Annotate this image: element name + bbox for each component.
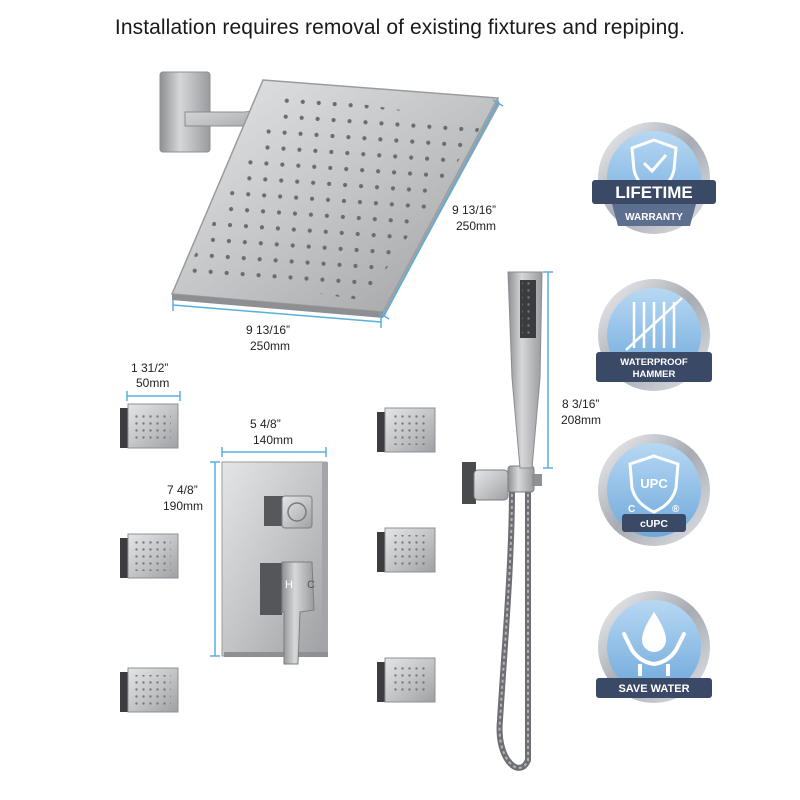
body-jet <box>120 403 179 449</box>
dim-valve-width-mm: 140mm <box>253 433 293 447</box>
body-jet <box>120 533 179 579</box>
dim-jet-mm: 50mm <box>136 376 169 390</box>
page-title: Installation requires removal of existin… <box>114 16 686 39</box>
badge-save-water: SAVE WATER <box>596 591 712 703</box>
dimension-showerhead-side: 9 13/16” 250mm <box>378 99 504 320</box>
upc-mark-registered: ® <box>672 504 680 515</box>
badge-waterproof-hammer: WATERPROOF HAMMER <box>596 279 712 391</box>
mixer-lever <box>281 561 315 665</box>
dim-handheld-inches: 8 3/16” <box>562 397 599 411</box>
badge-lifetime-warranty: LIFETIME WARRANTY <box>592 122 716 234</box>
badge-sublabel: cUPC <box>640 518 668 530</box>
badge-upc: UPC C ® cUPC <box>598 434 710 546</box>
dim-side-mm: 250mm <box>456 219 496 233</box>
handheld-holder <box>473 469 509 501</box>
dimension-valve-height: 7 4/8” 190mm <box>163 461 220 657</box>
dimension-showerhead-bottom: 9 13/16” 250mm <box>172 299 382 353</box>
body-jet <box>377 407 436 453</box>
badge-label: SAVE WATER <box>618 683 689 695</box>
dimension-body-jet: 1 31/2” 50mm <box>126 361 181 401</box>
dim-side-inches: 9 13/16” <box>452 203 496 217</box>
badge-sublabel: WARRANTY <box>625 212 683 223</box>
body-jet <box>377 527 436 573</box>
badge-label: LIFETIME <box>615 183 692 202</box>
holder-flange <box>462 462 476 504</box>
badge-label: WATERPROOF <box>620 357 688 368</box>
hammer-icon <box>625 297 683 351</box>
body-jet <box>377 657 436 703</box>
valve-plate <box>221 461 327 657</box>
dimension-valve-width: 5 4/8” 140mm <box>221 417 327 457</box>
upc-mark-c: C <box>628 504 635 515</box>
upc-label: UPC <box>640 476 668 491</box>
handheld-shower <box>462 271 543 771</box>
dim-valve-height-inches: 7 4/8” <box>167 483 198 497</box>
dim-jet-inches: 1 31/2” <box>131 361 168 375</box>
dim-bottom-mm: 250mm <box>250 339 290 353</box>
mixer-lever-body <box>260 563 282 615</box>
cold-label: C <box>307 579 315 591</box>
dimension-handheld: 8 3/16” 208mm <box>543 271 601 469</box>
hot-label: H <box>285 579 293 591</box>
valve-trim: H C <box>221 461 328 665</box>
body-jet <box>120 667 179 713</box>
upc-shield-icon <box>628 454 680 514</box>
diverter-handle <box>281 495 313 529</box>
dim-valve-height-mm: 190mm <box>163 499 203 513</box>
badge-sublabel: HAMMER <box>633 369 676 380</box>
dim-valve-width-inches: 5 4/8” <box>250 417 281 431</box>
water-drop-hands-icon <box>622 612 686 676</box>
shower-hose <box>496 487 531 771</box>
dim-handheld-mm: 208mm <box>561 413 601 427</box>
dim-bottom-inches: 9 13/16” <box>246 323 290 337</box>
rain-showerhead <box>159 71 500 318</box>
diverter-knob <box>264 496 286 526</box>
